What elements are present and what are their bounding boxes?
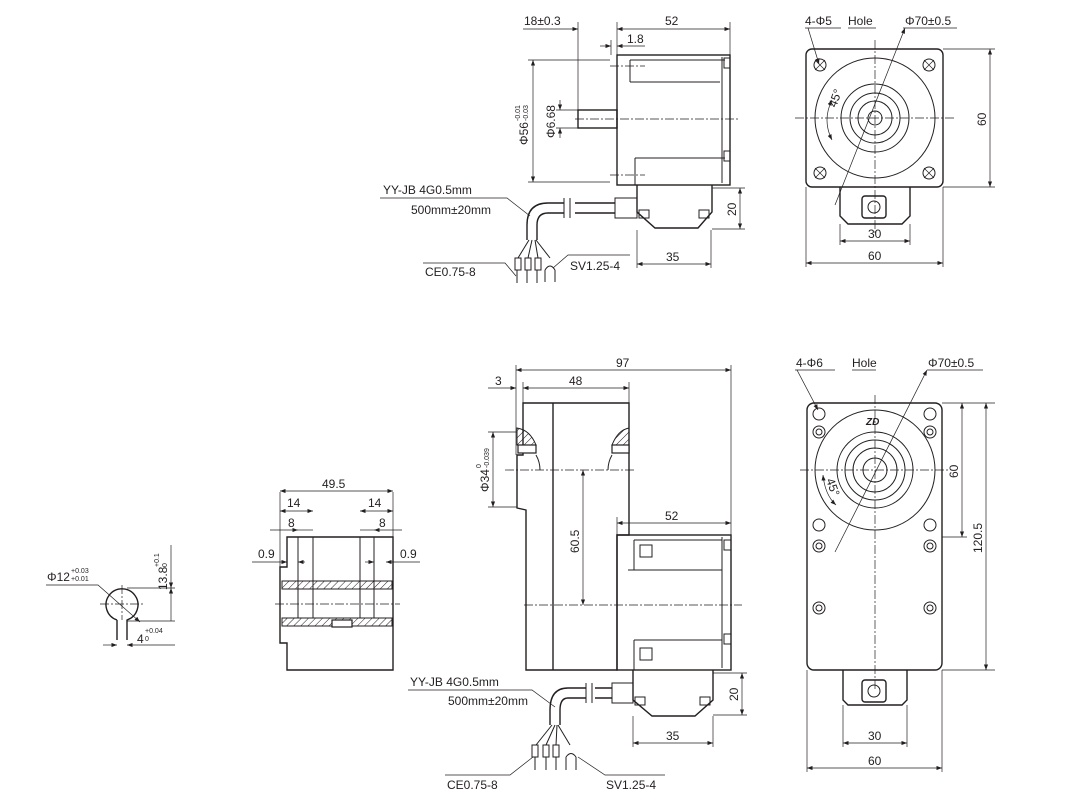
dim-motor: 52: [665, 509, 679, 523]
top-front-view: 4-Φ5 Hole Φ70±0.5 45° 60 30 60: [795, 14, 995, 267]
connector: [842, 670, 908, 706]
dim-connector-width: 30: [868, 227, 882, 241]
dim-flange: 3: [495, 374, 502, 388]
connector: [632, 670, 714, 717]
dim-gearbox: 48: [569, 374, 583, 388]
dim-left-8: 8: [288, 516, 295, 530]
ferrule-terminal-label: CE0.75-8: [447, 778, 498, 792]
tol-lower: -0.039: [484, 448, 491, 468]
connector: [839, 187, 911, 225]
dim-connector-width: 35: [666, 729, 680, 743]
angle-label: 45°: [823, 476, 842, 498]
dim-width: 60: [868, 754, 882, 768]
dim-square: 60: [947, 464, 961, 478]
key-width-tol-upper: +0.04: [145, 628, 163, 635]
mount-holes: [812, 407, 937, 615]
bottom-side-view: 97 3 48 Φ34 0 -0.039 60.5 52 20 35 YY-JB…: [408, 356, 747, 792]
dim-flange: 1.8: [627, 32, 644, 46]
fork-terminal-icon: [565, 753, 577, 770]
dim-connector-height: 20: [725, 202, 739, 216]
hole-word: Hole: [848, 14, 873, 28]
bore-label: Φ12: [47, 570, 70, 584]
cable: [549, 687, 586, 725]
tol-lower: -0.03: [523, 105, 530, 121]
dim-pilot-diameter: Φ56: [517, 122, 531, 145]
dim-right-14: 14: [368, 496, 382, 510]
dim-right-0-9: 0.9: [400, 547, 417, 561]
hollow-shaft-section: 49.5 14 14 8 8 0.9 0.9: [252, 477, 420, 671]
key-section: Φ12 +0.03 +0.01 13.8 +0.1 0 4 +0.04 0: [46, 545, 175, 648]
key-depth-tol-upper: +0.1: [154, 553, 161, 567]
dim-left-0-9: 0.9: [258, 547, 275, 561]
top-side-view: 18±0.3 52 1.8 Φ56 -0.01 -0.03 Φ6.68 20 3…: [380, 14, 745, 283]
dim-shaft-length: 18±0.3: [524, 14, 561, 28]
holes-label: 4-Φ6: [796, 356, 823, 370]
motor-body: [616, 54, 731, 186]
dim-body-length: 52: [665, 14, 679, 28]
dim-total: 97: [616, 356, 630, 370]
cable-type-label: YY-JB 4G0.5mm: [383, 183, 472, 197]
dim-left-14: 14: [287, 496, 301, 510]
cable-length-label: 500mm±20mm: [448, 694, 528, 708]
fork-terminal-label: SV1.25-4: [606, 778, 656, 792]
cable: [526, 202, 564, 240]
holes-label: 4-Φ5: [805, 14, 832, 28]
fork-terminal-label: SV1.25-4: [570, 259, 620, 273]
tol-upper: 0: [476, 464, 483, 468]
angle-label: 45°: [826, 87, 845, 109]
key-width-label: 4: [137, 632, 144, 646]
gearbox: [516, 402, 630, 671]
dim-square: 60: [975, 112, 989, 126]
pcd-label: Φ70±0.5: [928, 356, 975, 370]
bore-tol-lower: +0.01: [71, 576, 89, 583]
bore-tol-upper: +0.03: [71, 568, 89, 575]
dim-connector-height: 20: [727, 687, 741, 701]
fork-terminal-icon: [544, 265, 556, 282]
mount-holes: [813, 58, 936, 180]
pcd-label: Φ70±0.5: [905, 14, 952, 28]
dim-total: 49.5: [322, 477, 346, 491]
dim-right-8: 8: [379, 516, 386, 530]
ferrule-terminal-label: CE0.75-8: [425, 265, 476, 279]
dim-connector-width: 35: [666, 250, 680, 264]
dim-height: 120.5: [971, 523, 985, 553]
dim-width: 60: [868, 249, 882, 263]
bottom-front-view: ZD 4-Φ6 Hole Φ70±0.5 45° 60 12: [795, 356, 995, 772]
dim-shaft-diameter: Φ6.68: [544, 105, 558, 138]
cable-length-label: 500mm±20mm: [411, 203, 491, 217]
tol-upper: -0.01: [515, 105, 522, 121]
key-width-tol-lower: 0: [145, 636, 149, 643]
connector: [636, 185, 713, 229]
dim-connector-width: 30: [868, 729, 882, 743]
key-depth-tol-lower: 0: [162, 563, 169, 567]
key-depth-label: 13.8: [156, 566, 170, 590]
dim-offset: 60.5: [568, 529, 582, 553]
cable-type-label: YY-JB 4G0.5mm: [410, 675, 499, 689]
brand-logo: ZD: [865, 417, 879, 428]
hole-word: Hole: [852, 356, 877, 370]
motor-body: [616, 534, 732, 671]
dim-pilot: Φ34: [478, 469, 492, 492]
